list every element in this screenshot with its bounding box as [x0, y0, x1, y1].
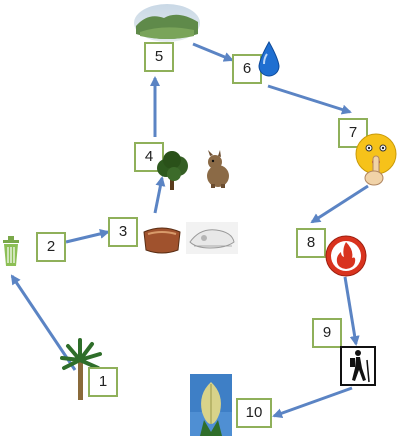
- arrow-5-to-6: [192, 42, 234, 62]
- arrow-6-to-7: [267, 84, 352, 115]
- step-9-box: 9: [312, 318, 342, 348]
- step-8-box: 8: [296, 228, 326, 258]
- step-5-box: 5: [144, 42, 174, 72]
- trash-can-icon: [3, 236, 19, 266]
- tree-icon: [157, 151, 188, 190]
- fire-icon: [325, 235, 367, 277]
- arrow-7-to-8: [310, 184, 369, 224]
- landscape-photo-icon: [134, 4, 200, 42]
- arrow-9-to-10: [272, 386, 353, 419]
- hiker-icon: [340, 346, 376, 386]
- shushing-face-icon: [355, 133, 397, 186]
- water-drop-icon: [258, 40, 280, 77]
- arrow-8-to-9: [343, 276, 360, 346]
- step-3-box: 3: [108, 217, 138, 247]
- clay-pot-icon: [140, 222, 184, 256]
- rodent-icon: [207, 150, 229, 188]
- rodent-skull-icon: [186, 222, 238, 254]
- arrow-2-to-3: [65, 228, 110, 244]
- step-10-box: 10: [236, 398, 272, 428]
- step-6-box: 6: [232, 54, 262, 84]
- arrow-3-to-4: [153, 176, 166, 214]
- palm-tree-icon: [60, 338, 102, 400]
- flowering-plant-icon: [190, 374, 232, 436]
- step-1-box: 1: [88, 367, 118, 397]
- step-2-box: 2: [36, 232, 66, 262]
- arrow-1-to-2: [10, 274, 77, 371]
